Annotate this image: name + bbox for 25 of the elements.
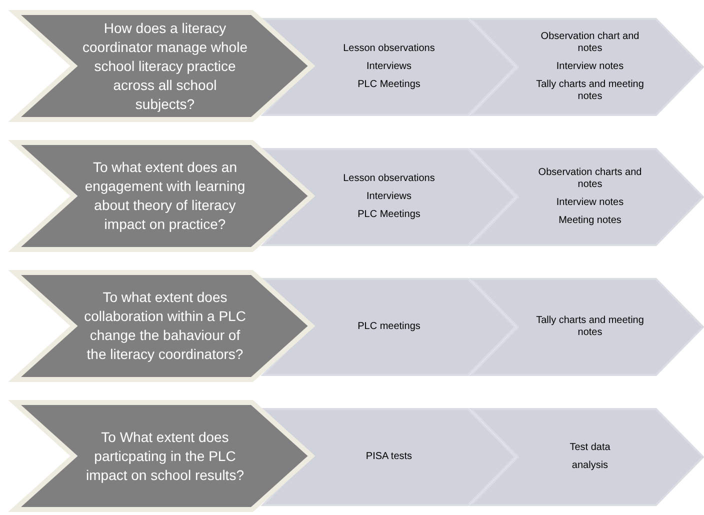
- method-text: Lesson observations: [343, 43, 435, 55]
- data-panel: [470, 278, 704, 376]
- method-panel: [262, 148, 516, 246]
- method-text: PLC Meetings: [358, 209, 420, 221]
- method-text: Lesson observations: [343, 173, 435, 185]
- method-text: Interviews: [366, 61, 412, 73]
- method-text: PLC meetings: [358, 321, 420, 333]
- data-text: Test data: [570, 442, 610, 454]
- method-text: PLC Meetings: [358, 79, 420, 91]
- method-text: Interviews: [366, 191, 412, 203]
- data-text: analysis: [572, 460, 608, 472]
- data-text: Tally charts and meeting notes: [535, 315, 645, 339]
- data-text: Interview notes: [556, 61, 624, 73]
- data-text: Interview notes: [556, 197, 624, 209]
- data-panel: [470, 148, 704, 246]
- data-panel: [470, 18, 704, 116]
- method-panel: [262, 278, 516, 376]
- method-panel: [262, 18, 516, 116]
- data-text: Meeting notes: [558, 215, 622, 227]
- data-text: Observation charts and notes: [537, 167, 643, 191]
- data-text: Tally charts and meeting notes: [535, 79, 645, 103]
- method-text: PISA tests: [366, 451, 412, 463]
- data-text: Observation chart and notes: [540, 31, 640, 55]
- data-panel: [470, 408, 704, 506]
- method-panel: [262, 408, 516, 506]
